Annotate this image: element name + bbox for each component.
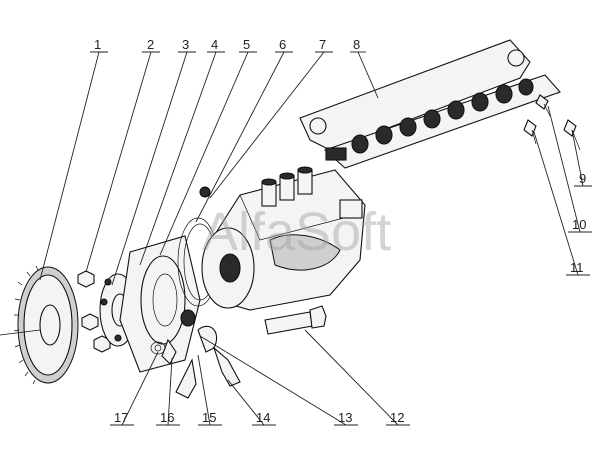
callout-12: 12 [390,410,404,425]
gear-nuts [77,270,111,353]
callout-9: 9 [579,171,586,186]
adapter-housing [119,235,201,373]
callout-11: 11 [570,260,584,275]
callout-13: 13 [338,410,352,425]
injection-pump [199,166,366,311]
callout-numbers: 1 2 3 4 5 6 7 8 9 10 11 12 13 14 15 16 1… [94,37,586,425]
callout-3: 3 [182,37,189,52]
callout-5: 5 [243,37,250,52]
rail-bolts [523,94,581,151]
mounting-bolt [264,305,327,335]
callout-17: 17 [114,410,128,425]
callout-2: 2 [147,37,154,52]
rail-injector-ports [351,78,534,154]
callout-14: 14 [256,410,270,425]
leader-lines [39,51,592,426]
gear-teeth [13,265,39,385]
fuel-fittings [150,309,241,399]
callout-8: 8 [353,37,360,52]
callout-1: 1 [94,37,101,52]
fuel-rail-assembly [299,39,561,169]
callout-4: 4 [211,37,218,52]
callout-10: 10 [572,217,586,232]
callout-6: 6 [279,37,286,52]
callout-7: 7 [319,37,326,52]
timing-gear [0,265,79,385]
callout-16: 16 [160,410,174,425]
callout-15: 15 [202,410,216,425]
watermark-text: AlfaSoft [202,202,391,262]
